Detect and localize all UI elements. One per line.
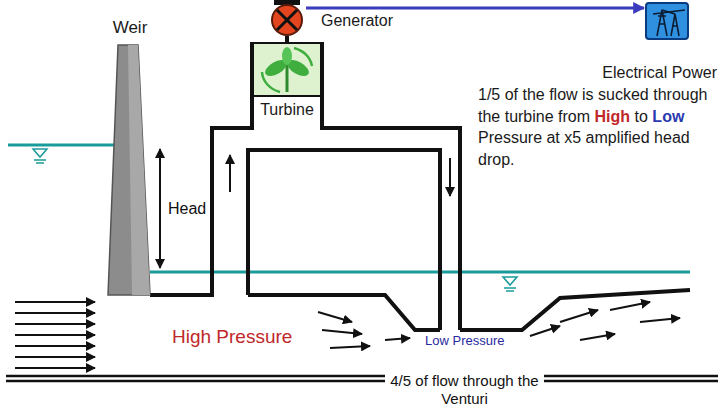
turbine-rotor (262, 47, 312, 92)
bed-line (6, 380, 718, 383)
node-label: Turbine (252, 101, 322, 119)
channel-bed (6, 376, 718, 381)
water-level-symbol (504, 288, 516, 291)
flow-arrow (330, 346, 370, 348)
weir: Weir (104, 18, 156, 296)
flow-note: 4/5 of flow through the Venturi (385, 372, 544, 408)
shaft (285, 36, 289, 42)
weir-shape (104, 18, 156, 296)
node-label: Weir (104, 18, 156, 38)
generator-shape (269, 0, 305, 38)
downstream-water-line (150, 271, 690, 274)
flow-arrow (530, 326, 560, 336)
flow-arrow (322, 330, 362, 334)
water-level-symbol (34, 160, 46, 163)
generator: Generator (269, 0, 305, 38)
flow-arrow (560, 310, 598, 322)
flow-arrow (15, 323, 95, 325)
flow-arrow (449, 158, 451, 196)
water-level-symbol (503, 277, 517, 285)
power-tower-symbol (653, 10, 685, 36)
flow-arrow (385, 338, 410, 340)
upstream-water-line (8, 144, 118, 147)
flow-arrow (640, 318, 680, 322)
head-arrow (159, 149, 161, 268)
electrical-power-icon-shape (645, 2, 689, 40)
flow-arrow (318, 312, 352, 322)
flow-arrow (580, 334, 615, 340)
outlet-outer-wall (322, 42, 460, 330)
flow-arrow (15, 301, 95, 303)
callout-note: 1/5 of the flow is sucked through the tu… (478, 84, 716, 170)
note-text: to (635, 108, 648, 125)
flow-arrow (15, 345, 95, 347)
power-arrow (306, 7, 644, 10)
weir-wall (108, 45, 150, 295)
pressure-label: High Pressure (172, 326, 292, 349)
turbine-box (253, 43, 321, 96)
flow-arrow (15, 312, 95, 314)
note-text: Pressure at x5 amplified head drop. (478, 129, 690, 168)
flow-arrows (15, 302, 680, 368)
flow-arrow (610, 302, 650, 310)
flow-arrow (15, 356, 95, 358)
riser-outer-wall (150, 42, 252, 295)
flow-arrow (15, 367, 95, 369)
electrical-power-icon: Electrical Power (645, 2, 689, 40)
bed-line (6, 375, 718, 378)
water-level-symbol (33, 149, 47, 157)
generator-circle (272, 5, 302, 35)
riser-inner-wall (248, 150, 440, 330)
pressure-word: High (595, 108, 631, 125)
pressure-label: Low Pressure (423, 333, 506, 349)
flow-arrow (229, 155, 231, 192)
power-icon-box (646, 3, 688, 39)
generator-cross (277, 10, 297, 30)
node-label: Generator (321, 12, 393, 30)
turbine-shape (252, 42, 322, 97)
flow-arrow (15, 334, 95, 336)
venturi-top-wall (248, 295, 440, 330)
node-label: Electrical Power (602, 64, 717, 82)
turbine: Turbine (252, 42, 322, 97)
dimension-label: Head (168, 199, 206, 218)
venturi-diffuser-wall (460, 290, 690, 330)
pressure-word: Low (652, 108, 684, 125)
weir-shading (128, 45, 150, 295)
